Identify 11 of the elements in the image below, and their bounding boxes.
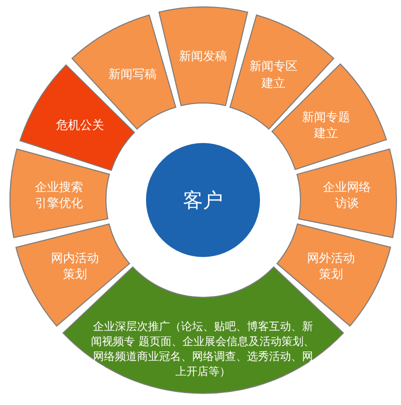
segment-label: 网内活动策划: [50, 250, 100, 282]
center-label: 客户: [183, 186, 223, 214]
segment-label: 企业网络访谈: [322, 178, 372, 212]
segment-label: 新闻专题建立: [300, 109, 351, 142]
segment-label: 企业深层次推广（论坛、贴吧、博客互动、新闻视频专 题页面、企业展会信息及活动策划、网络频道商业冠名、网络调查、选秀活动、网上开店等）: [90, 320, 316, 380]
segment-label: 企业搜索引擎优化: [34, 178, 84, 212]
segment-label: 新闻写稿: [107, 66, 158, 83]
segment-label: 新闻发稿: [178, 48, 228, 64]
segment-label: 新闻专区建立: [248, 58, 298, 91]
segment-label: 网外活动策划: [306, 250, 356, 282]
segment-label: 危机公关: [54, 117, 105, 134]
